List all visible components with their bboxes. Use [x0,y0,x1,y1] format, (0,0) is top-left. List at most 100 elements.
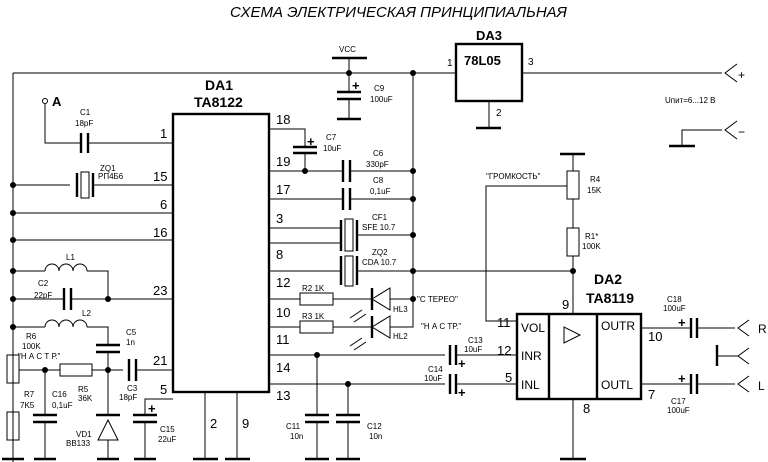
r4-value: 15K [587,186,602,195]
da1-pin-5: 5 [160,382,167,397]
da2-part: TA8119 [586,290,634,306]
da1-part: TA8122 [194,94,243,110]
capacitor-c3 [127,359,173,381]
c11-value: 10n [290,432,303,441]
l1-ref: L1 [66,253,75,262]
resistor-r4 [485,170,580,322]
c14-value: 10uF [424,374,442,383]
c5-value: 1n [126,338,135,347]
capacitor-c5 [96,343,120,370]
c18-plus: + [678,315,686,330]
r5-value: 36K [78,394,93,403]
vd1-value: BB133 [66,439,91,448]
c18-ref: C18 [667,295,682,304]
c13-ref: C13 [468,336,483,345]
wire-supply-minus [681,129,722,145]
wire-antenna [44,104,75,144]
da1-ref: DA1 [205,77,233,93]
da1-pin-13: 13 [276,388,290,403]
c9-ref: C9 [374,84,385,93]
c17-ref: C17 [671,397,686,406]
junction-dot [410,232,416,238]
capacitor-c1 [75,133,173,153]
da1-pin-11: 11 [276,332,290,347]
junction-dot [410,168,416,174]
minus-terminal-icon[interactable] [724,120,738,140]
led-hl3 [370,287,413,311]
junction-dot [10,182,16,188]
hl2-note: "Н А С ТР." [421,322,461,331]
da1-pin-10: 10 [276,305,290,320]
c15-plus: + [148,401,156,416]
junction-dot [10,210,16,216]
output-r-jack-icon[interactable] [737,319,750,337]
output-ground-jack-icon[interactable] [737,347,750,365]
da1-pin-12: 12 [276,275,290,290]
junction-dot [10,296,16,302]
capacitor-c12 [336,384,360,461]
capacitor-c15 [133,398,173,461]
crystal-zq1 [13,171,173,199]
capacitor-c9 [337,90,361,121]
c1-value: 18pF [75,119,93,128]
da2-body [515,312,643,401]
c16-value: 0,1uF [52,401,73,410]
da2-input-vol: VOL [521,321,545,335]
c13-value: 10uF [464,345,482,354]
supply-plus-label: + [738,68,745,82]
plus-terminal-icon[interactable] [724,63,738,83]
da2-input-inr: INR [521,349,542,363]
da1-pin-17: 17 [276,182,290,197]
da1-pin-21: 21 [153,353,167,368]
c9-value: 100uF [370,95,393,104]
capacitor-c18 [641,318,735,338]
c12-ref: C12 [367,422,382,431]
capacitor-c7 [293,145,317,171]
junction-dot [314,352,320,358]
c16-ref: C16 [52,390,67,399]
da2-ref: DA2 [594,271,622,287]
r1-ref: R1* [585,232,598,241]
inductor-l1 [13,263,109,299]
resistor-r1 [566,227,580,314]
capacitor-c13 [448,345,517,365]
c12-value: 10n [369,432,382,441]
junction-dot [42,367,48,373]
da2-output-outr: OUTR [601,319,635,333]
zq1-value: РП4Б6 [98,172,124,181]
junction-dot [410,296,416,302]
output-l-label: L [758,379,765,393]
hl3-ref: HL3 [393,305,408,314]
filter-zq2 [269,255,573,287]
cf1-ref: CF1 [372,213,388,222]
c14-ref: C14 [428,365,443,374]
da1-pin-18: 18 [276,112,290,127]
filter-cf1 [269,218,413,252]
zq2-value: CDA 10.7 [362,258,397,267]
da1-pin-3: 3 [276,211,283,226]
c15-value: 22uF [158,435,176,444]
c2-ref: C2 [38,279,49,288]
varicap-vd1 [96,370,120,461]
r6-note: "Н А С Т Р." [18,352,61,361]
da1-body [171,112,271,394]
c8-ref: C8 [373,176,384,185]
r6-value: 100K [22,342,41,351]
vcc-label: VCC [339,45,356,54]
c5-ref: C5 [126,328,137,337]
hl3-note: "С ТЕРЕО" [417,295,458,304]
da3-part: 78L05 [464,53,501,68]
capacitor-c17 [641,374,735,394]
da3-pin-3: 3 [528,57,534,68]
output-r-label: R [758,322,767,336]
c3-value: 18pF [119,393,137,402]
junction-dots [10,70,576,387]
inductor-l2 [13,319,109,345]
junction-dot [105,296,111,302]
schematic-title: СХЕМА ЭЛЕКТРИЧЕСКАЯ ПРИНЦИПИАЛЬНАЯ [230,4,568,21]
output-l-jack-icon[interactable] [737,375,750,393]
supply-minus-label: − [738,125,745,139]
da2-pin-10: 10 [648,329,662,344]
da1-pin-15: 15 [153,169,167,184]
capacitor-c14 [448,374,517,394]
